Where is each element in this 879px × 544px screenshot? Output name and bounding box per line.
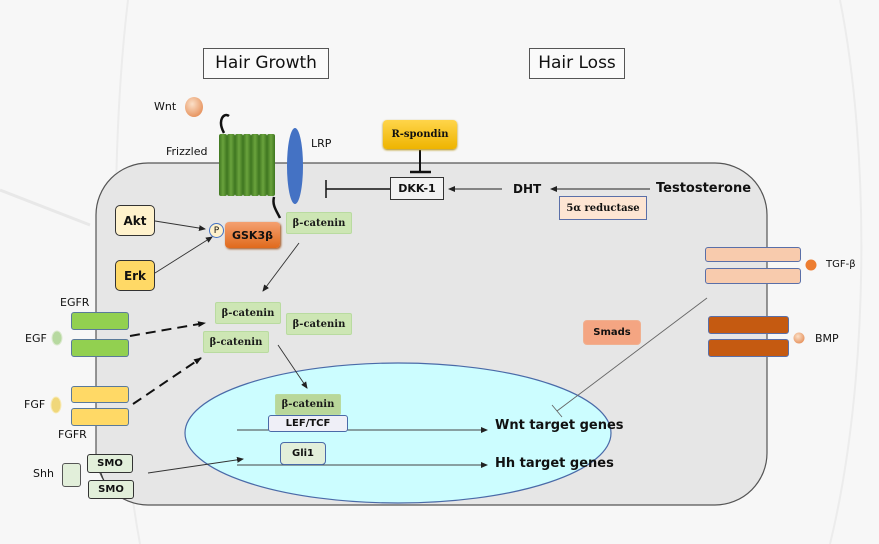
tgfb-inhibit-line (556, 297, 708, 412)
testosterone-label: Testosterone (656, 181, 752, 196)
tgfb-inhibit-bar (551, 404, 563, 418)
smads-node[interactable]: Smads (583, 320, 641, 345)
frizzled-helix (219, 134, 227, 196)
tgf-beta-ligand[interactable] (805, 259, 817, 271)
tgf-beta-label: TGF-β (826, 259, 856, 270)
lrp-label: LRP (311, 137, 332, 150)
egf-label: EGF (25, 332, 47, 345)
gsk3b-node[interactable]: GSK3β (225, 222, 280, 248)
bmp-label: BMP (815, 332, 839, 345)
five-alpha-reductase-node[interactable]: 5α reductase (559, 196, 647, 220)
bmp-receptor-upper[interactable] (708, 316, 789, 334)
akt-node[interactable]: Akt (115, 205, 155, 236)
tgf-beta-receptor-lower[interactable] (705, 268, 801, 284)
fgfr-to-bcatenin-arrow (132, 357, 202, 405)
hh-target-genes-label: Hh target genes (495, 456, 614, 471)
beta-catenin-nuclear-node[interactable]: β-catenin (275, 394, 341, 415)
decor-arc (829, 0, 863, 544)
fgf-label: FGF (24, 398, 46, 411)
lrp-receptor[interactable] (287, 128, 303, 204)
smo-to-gli1-arrow (147, 456, 244, 474)
egfr-receptor-lower[interactable] (71, 339, 129, 357)
egfr-receptor-upper[interactable] (71, 312, 129, 330)
fgf-ligand[interactable] (50, 396, 62, 414)
beta-catenin-membrane-node[interactable]: β-catenin (286, 212, 352, 234)
frizzled-c-terminus (272, 196, 282, 219)
bcatenin-release-arrow (262, 242, 300, 292)
dkk1-node[interactable]: DKK-1 (390, 177, 444, 200)
beta-catenin-cytoplasm-node[interactable]: β-catenin (203, 331, 269, 353)
smo-link (100, 472, 105, 482)
fgfr-receptor-lower[interactable] (71, 408, 129, 426)
beta-catenin-cytoplasm-node[interactable]: β-catenin (286, 313, 352, 335)
fgfr-receptor-upper[interactable] (71, 386, 129, 403)
frizzled-helix (259, 134, 267, 196)
frizzled-helix (235, 134, 243, 196)
egfr-label: EGFR (60, 296, 90, 309)
wnt-target-genes-label: Wnt target genes (495, 418, 624, 433)
frizzled-receptor[interactable] (219, 134, 275, 196)
hair-growth-title: Hair Growth (203, 48, 329, 79)
bmp-receptor-lower[interactable] (708, 339, 789, 357)
egf-ligand[interactable] (51, 330, 63, 346)
frizzled-helix (251, 134, 259, 196)
beta-catenin-cytoplasm-node[interactable]: β-catenin (215, 302, 281, 324)
bcatenin-nuclear-arrow (277, 344, 308, 389)
egfr-to-bcatenin-arrow (129, 321, 206, 337)
frizzled-helix (243, 134, 251, 196)
erk-to-gsk3b-arrow (154, 236, 213, 274)
wnt-ligand[interactable] (185, 97, 203, 117)
wnt-label: Wnt (154, 100, 177, 113)
lef-tcf-node[interactable]: LEF/TCF (268, 415, 348, 432)
shh-ligand[interactable] (62, 463, 81, 487)
shh-label: Shh (33, 467, 54, 480)
r-spondin-node[interactable]: R-spondin (383, 120, 457, 149)
fgfr-label: FGFR (58, 428, 87, 441)
gli1-node[interactable]: Gli1 (280, 442, 326, 465)
frizzled-label: Frizzled (166, 145, 208, 158)
akt-to-gsk3b-arrow (154, 220, 206, 232)
decor-arc (0, 188, 91, 227)
bmp-ligand[interactable] (793, 332, 805, 344)
frizzled-helix (227, 134, 235, 196)
dht-label: DHT (513, 182, 542, 196)
frizzled-n-terminus (219, 113, 230, 134)
phosphate-marker: P (209, 223, 224, 238)
tgf-beta-receptor-upper[interactable] (705, 247, 801, 262)
smo-receptor-lower[interactable]: SMO (88, 480, 134, 499)
nucleus (184, 362, 612, 504)
smo-receptor-upper[interactable]: SMO (87, 454, 133, 473)
frizzled-helix (267, 134, 275, 196)
erk-node[interactable]: Erk (115, 260, 155, 291)
hair-loss-title: Hair Loss (529, 48, 625, 79)
